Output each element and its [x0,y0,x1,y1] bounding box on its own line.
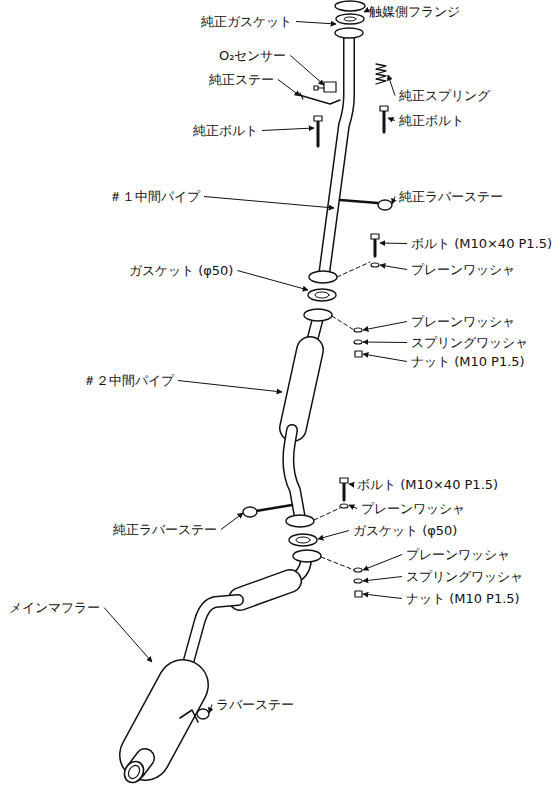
leader-line [278,80,300,97]
part-label: ラバーステー [215,697,295,712]
leader-line [262,128,314,131]
leader-line [318,531,349,540]
part-label: ナット (M10 P1.5) [410,354,526,369]
part-label: プレーンワッシャ [410,314,516,329]
part-label: ナット (M10 P1.5) [405,591,521,606]
leader-line [388,75,395,96]
leader-line [296,22,336,25]
leader-line [178,381,282,393]
leader-line [221,513,243,530]
part-label: 純正ガスケット [200,14,293,29]
leader-line [204,197,334,209]
leader-line [209,705,212,714]
part-label: 純正ボルト [192,123,259,138]
part-label: プレーンワッシャ [360,501,466,516]
part-label: 純正ラバーステー [398,189,504,204]
part-label: 純正ボルト [398,113,465,128]
leader-line [290,56,324,86]
leader-line [237,271,308,291]
leader-line [363,555,402,571]
part-label: 純正ラバーステー [112,522,218,537]
part-label: 純正スプリング [398,88,491,103]
leader-line [392,197,395,205]
leader-line [363,577,402,582]
part-label: ＃２中間パイプ [82,373,175,388]
part-label: 触媒側フランジ [368,4,461,19]
leader-line [364,11,365,13]
leader-line [363,594,402,599]
part-label: O₂センサー [218,48,287,63]
part-label: スプリングワッシャ [405,569,524,584]
part-label: スプリングワッシャ [410,335,529,350]
part-label: 純正ステー [208,72,275,87]
part-label: ボルト (M10×40 P1.5) [356,477,499,492]
part-label: ガスケット (φ50) [352,523,458,538]
leader-line [380,265,407,270]
leader-line [380,243,407,245]
leader-line [104,608,152,663]
part-label: ガスケット (φ50) [128,263,234,278]
part-label: メインマフラー [8,600,101,615]
part-label: プレーンワッシャ [405,547,511,562]
leader-line [349,484,353,486]
part-label: ＃１中間パイプ [108,189,201,204]
leader-line [349,505,357,509]
leader-line [363,342,407,344]
leader-line [363,322,407,331]
leader-line [363,354,407,362]
leader-line [388,118,395,121]
part-label: プレーンワッシャ [410,262,516,277]
part-label: ボルト (M10×40 P1.5) [410,236,553,251]
